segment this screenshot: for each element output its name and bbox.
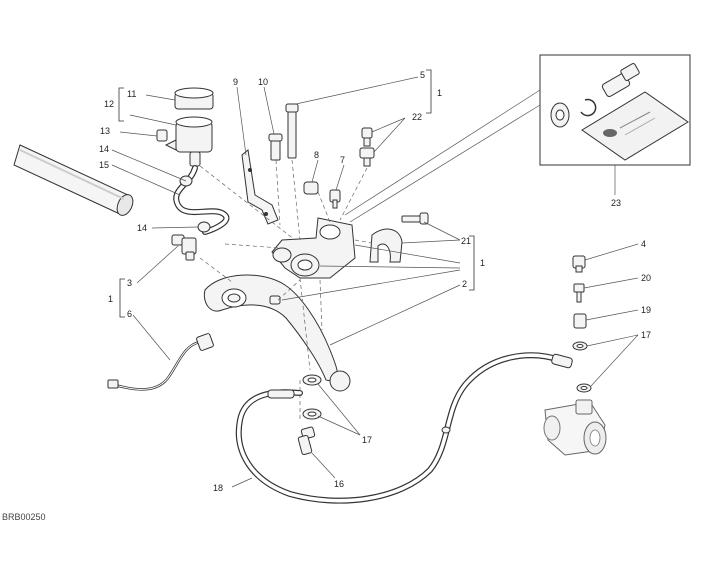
callout-14a: 14 [99, 144, 109, 154]
banjo-parts-lever [297, 374, 322, 456]
callout-17a: 17 [362, 435, 372, 445]
handlebar-clamp [369, 212, 429, 263]
callout-5: 5 [420, 70, 425, 80]
bleed-parts [303, 181, 341, 209]
callout-17b: 17 [641, 330, 651, 340]
slave-side-parts [572, 255, 592, 393]
callout-20: 20 [641, 273, 651, 283]
callout-brackets [118, 69, 475, 318]
long-bolt [285, 103, 299, 159]
callout-9: 9 [233, 77, 238, 87]
hose-fitting [171, 234, 197, 261]
callout-23: 23 [611, 198, 621, 208]
callout-1b: 1 [480, 258, 485, 268]
handlebar-tube [13, 144, 134, 216]
callout-14b: 14 [137, 223, 147, 233]
master-cylinder-body [271, 217, 356, 279]
switch-cable [107, 333, 214, 391]
mounting-bracket [241, 149, 279, 225]
drawing-code: BRB00250 [2, 512, 46, 522]
callout-18: 18 [213, 483, 223, 493]
callout-12: 12 [104, 99, 114, 109]
callout-21: 21 [461, 236, 471, 246]
callout-3: 3 [127, 278, 132, 288]
assembly-dash-lines [199, 159, 373, 371]
bleed-screw [359, 127, 375, 167]
clutch-lever [203, 274, 351, 392]
callout-13: 13 [100, 126, 110, 136]
callout-7: 7 [340, 155, 345, 165]
clutch-hose [235, 352, 573, 504]
fluid-reservoir [156, 87, 214, 167]
callout-6: 6 [127, 309, 132, 319]
callout-22: 22 [412, 112, 422, 122]
callout-1c: 1 [108, 294, 113, 304]
reservoir-hose [173, 165, 230, 235]
slave-cylinder-body [543, 399, 607, 456]
callout-11: 11 [127, 89, 136, 99]
callout-labels: 11 12 13 14 15 14 3 1 6 9 10 5 1 22 8 7 … [99, 70, 651, 493]
callout-16: 16 [334, 479, 344, 489]
callout-4: 4 [641, 239, 646, 249]
callout-19: 19 [641, 305, 651, 315]
callout-10: 10 [258, 77, 268, 87]
callout-8: 8 [314, 150, 319, 160]
callout-15: 15 [99, 160, 109, 170]
leader-lines [111, 76, 639, 488]
repair-kit-inset [344, 54, 691, 223]
callout-2: 2 [462, 279, 467, 289]
screw-10 [268, 133, 283, 161]
callout-1a: 1 [437, 88, 442, 98]
